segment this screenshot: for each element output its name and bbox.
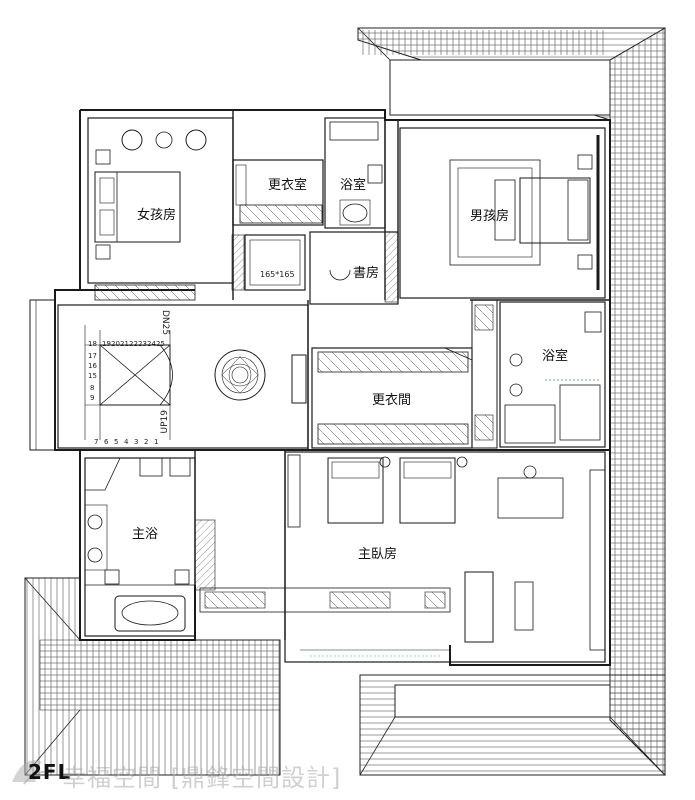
watermark-logo-icon <box>12 760 51 785</box>
label-bath-top: 浴室 <box>340 178 367 193</box>
label-stair-up: UP19 <box>160 410 170 434</box>
interior-walls <box>194 110 610 640</box>
label-girls-room: 女孩房 <box>137 208 177 223</box>
dressing-room-small <box>232 159 324 226</box>
label-boys-room: 男孩房 <box>470 209 510 224</box>
label-study: 書房 <box>353 266 380 281</box>
stair-num: 8 <box>90 384 95 392</box>
stair-num: 19 <box>102 340 111 348</box>
stair-num: 22 <box>129 340 138 348</box>
stair-num: 15 <box>88 372 97 380</box>
stair-num: 18 <box>88 340 97 348</box>
walk-in-closet <box>311 299 498 449</box>
stair-num: 16 <box>88 362 97 370</box>
watermark-text: 幸福空間 [鼎鋒空間設計] <box>62 764 342 792</box>
stair-num: 17 <box>88 352 97 360</box>
label-dressing-room-small: 更衣室 <box>268 178 308 193</box>
stair-num: 5 <box>114 438 119 446</box>
stair-num: 3 <box>134 438 139 446</box>
stair-num: 1 <box>154 438 159 446</box>
stair-num: 2 <box>144 438 149 446</box>
bath-right <box>499 301 606 448</box>
stair-hall <box>29 284 309 451</box>
stair-num: 4 <box>124 438 129 446</box>
boys-room <box>399 127 606 299</box>
label-master-bath: 主浴 <box>132 527 159 542</box>
stair-num: 24 <box>147 340 156 348</box>
label-master-bedroom: 主臥房 <box>358 547 398 562</box>
bath-top <box>324 117 386 229</box>
stair-num: 25 <box>156 340 165 348</box>
master-bedroom <box>199 451 606 663</box>
stair-num: 9 <box>90 394 95 402</box>
label-walkin-closet: 更衣間 <box>372 393 412 408</box>
label-bath-right: 浴室 <box>542 349 569 364</box>
stair-num: 23 <box>138 340 147 348</box>
shaft <box>231 234 306 291</box>
floor-label: 2FL <box>28 760 72 784</box>
roof-bottom-right <box>359 674 666 776</box>
label-stair-down: DN25 <box>160 310 170 336</box>
master-bath <box>84 457 216 637</box>
stair-num: 20 <box>111 340 120 348</box>
stair-num: 21 <box>120 340 129 348</box>
label-shaft-size: 165*165 <box>260 270 295 279</box>
roof-bottom-left <box>24 577 281 776</box>
stair-num: 6 <box>104 438 109 446</box>
girls-room <box>87 117 234 284</box>
stair-num: 7 <box>94 438 99 446</box>
